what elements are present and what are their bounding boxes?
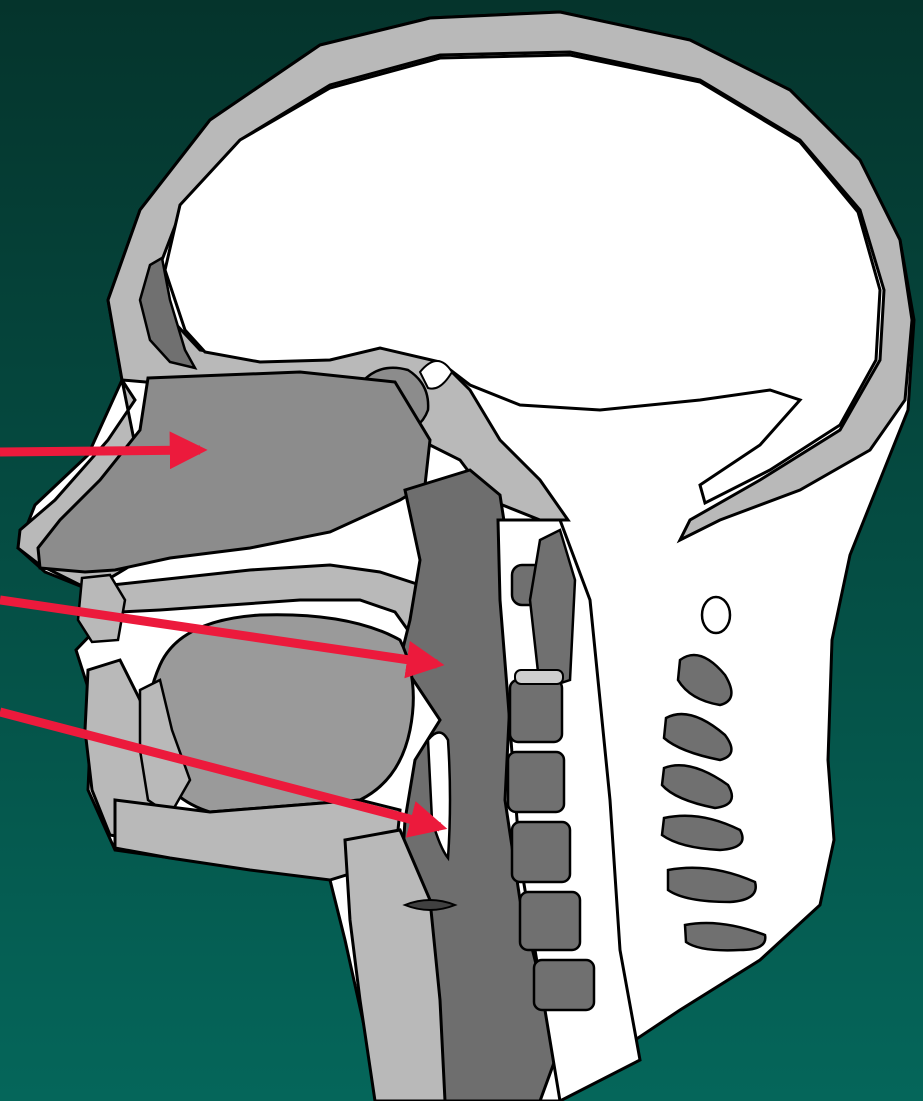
vertebra-c4 [512, 822, 570, 882]
vertebra-c3 [508, 752, 564, 812]
vertebra-c5 [520, 892, 580, 950]
intervertebral-disc [515, 670, 563, 684]
vertebra-c2 [510, 680, 562, 742]
vertebra-c6 [534, 960, 594, 1010]
spinous-process-1 [702, 597, 730, 633]
vocal-fold [405, 900, 455, 910]
nasal-cavity-arrow [0, 450, 200, 452]
dens-axis [530, 530, 575, 690]
